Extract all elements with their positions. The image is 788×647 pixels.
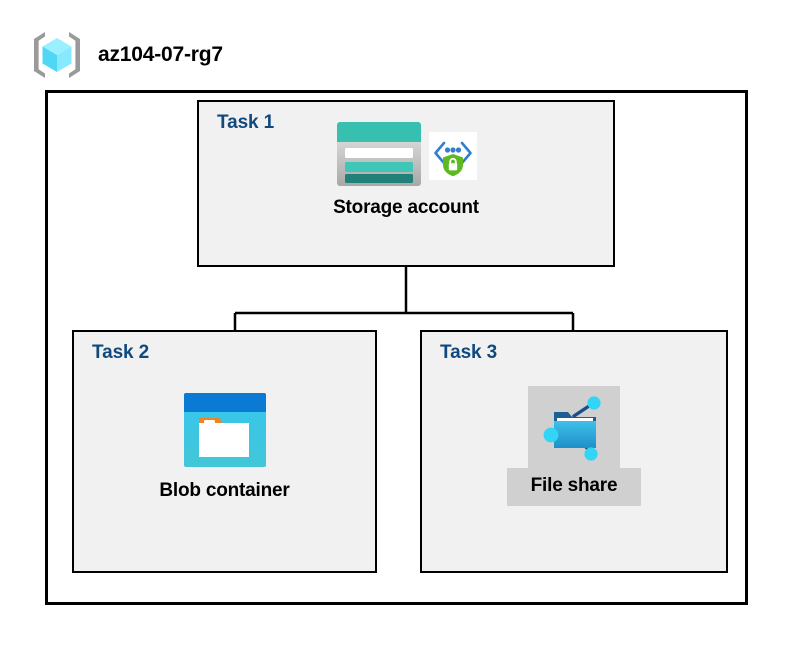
task-2-label: Task 2 xyxy=(92,342,150,363)
file-share-caption: File share xyxy=(530,475,618,496)
storage-account-caption: Storage account xyxy=(333,197,479,218)
task-3-label: Task 3 xyxy=(440,342,498,363)
storage-account-icon xyxy=(335,118,423,190)
task-1-label: Task 1 xyxy=(217,112,275,133)
storage-account-node[interactable]: Storage account xyxy=(197,118,615,219)
blob-container-caption: Blob container xyxy=(159,480,290,501)
blob-container-node[interactable]: Blob container xyxy=(72,389,377,502)
blob-container-icon xyxy=(181,389,269,480)
resource-group-name: az104-07-rg7 xyxy=(98,43,223,66)
task-2-box: Task 2 xyxy=(72,330,377,573)
file-share-node[interactable]: File share xyxy=(420,386,728,506)
file-share-icon-highlight xyxy=(528,386,620,468)
resource-group-header: az104-07-rg7 xyxy=(30,28,223,82)
storage-account-icon-row xyxy=(335,118,477,190)
private-endpoint-icon xyxy=(429,118,477,180)
file-share-caption-highlight: File share xyxy=(506,468,642,506)
file-share-icon xyxy=(538,390,610,466)
resource-group-cube-icon xyxy=(30,28,84,82)
